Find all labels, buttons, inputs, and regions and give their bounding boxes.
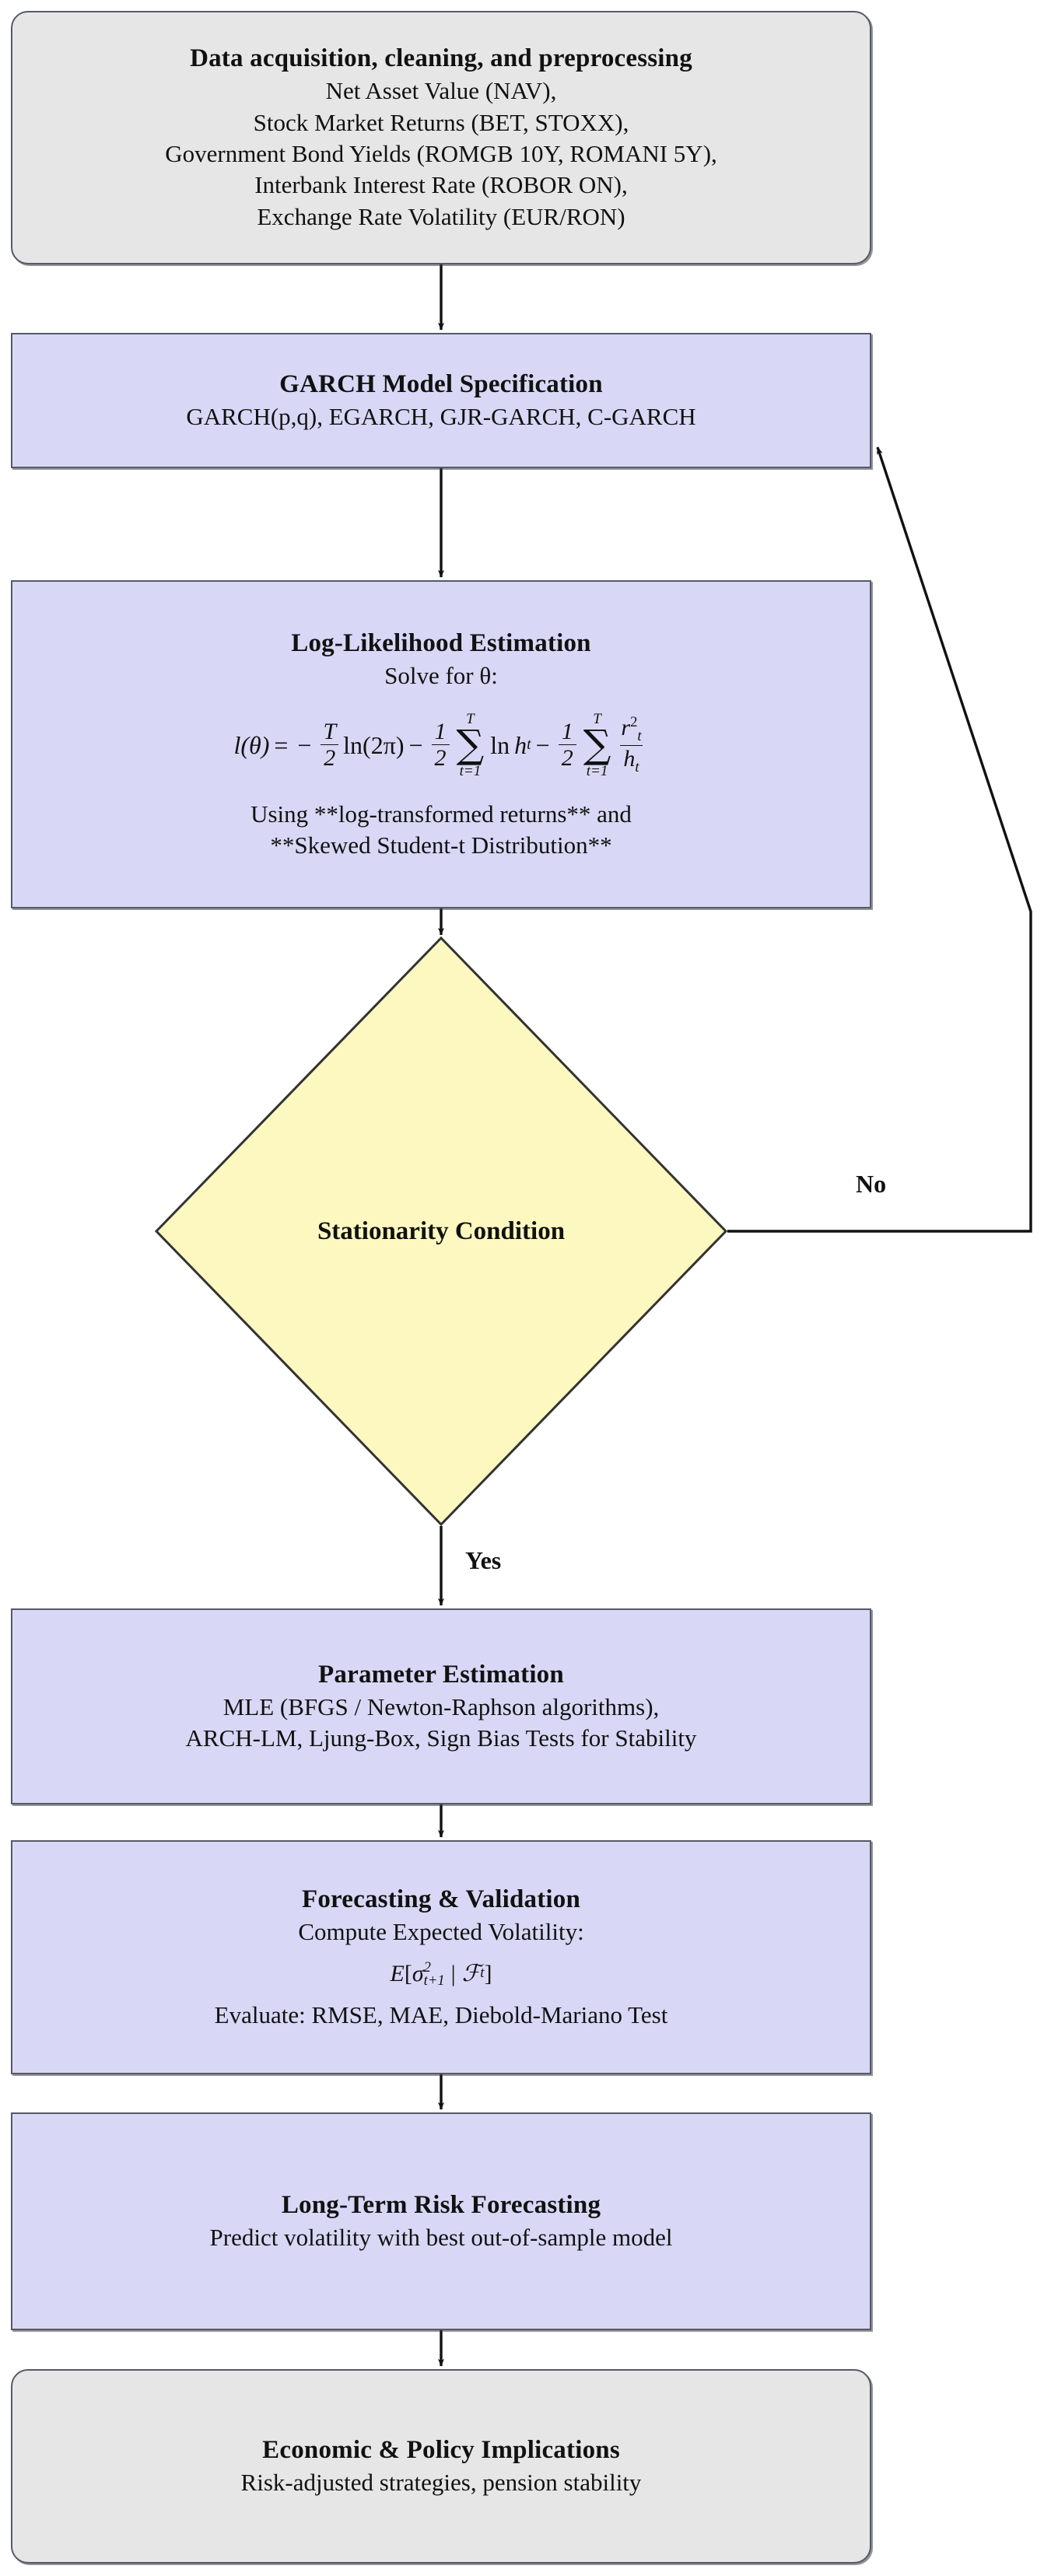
formula-r-subscript: t [637, 728, 642, 745]
node-line: GARCH(p,q), EGARCH, GJR-GARCH, C-GARCH [186, 402, 696, 430]
node-stationarity-condition[interactable]: Stationarity Condition [155, 936, 727, 1526]
formula-minus-3: − [535, 730, 550, 759]
fraction-one-half-b: 1 2 [558, 718, 576, 771]
node-line: MLE (BFGS / Newton-Raphson algorithms), [222, 1692, 660, 1720]
formula-h-base: h [514, 730, 527, 759]
formula-lhs: l(θ) [233, 730, 270, 759]
diamond-shape [155, 936, 727, 1526]
formula-sigma: σ [412, 1960, 424, 1986]
fraction-numerator: 1 [561, 718, 573, 744]
formula-ln-2pi: ln(2π) [343, 730, 405, 759]
node-footer-line: **Skewed Student-t Distribution** [270, 831, 612, 859]
edge-label-yes: Yes [465, 1546, 502, 1574]
fraction-rt2-over-ht: r2t ht [618, 715, 644, 775]
sum-upper-limit: T [593, 711, 601, 728]
fraction-numerator: r2t [618, 715, 644, 745]
node-line: Government Bond Yields (ROMGB 10Y, ROMAN… [165, 139, 717, 167]
summation-symbol-b: T ∑ t=1 [583, 712, 611, 779]
fraction-numerator: 1 [434, 718, 447, 744]
node-footer-line: Evaluate: RMSE, MAE, Diebold-Mariano Tes… [214, 2000, 668, 2028]
node-economic-policy-implications[interactable]: Economic & Policy Implications Risk-adju… [11, 2369, 871, 2564]
edge-label-no: No [856, 1170, 887, 1198]
formula-expectation-E: E [390, 1960, 405, 1986]
node-garch-model-specification[interactable]: GARCH Model Specification GARCH(p,q), EG… [11, 333, 871, 468]
sigma-glyph: ∑ [456, 722, 485, 768]
formula-minus-2: − [408, 730, 423, 759]
node-title: Log-Likelihood Estimation [291, 628, 591, 657]
node-line: Net Asset Value (NAV), [325, 77, 557, 105]
formula-conditional-bar: | [450, 1960, 456, 1986]
formula-left-bracket: [ [404, 1960, 412, 1986]
formula-right-bracket: ] [484, 1960, 492, 1986]
node-line: Exchange Rate Volatility (EUR/RON) [257, 202, 625, 230]
node-title: Forecasting & Validation [301, 1885, 581, 1913]
node-title: Economic & Policy Implications [262, 2435, 620, 2464]
node-solve-for: Solve for θ: [384, 661, 498, 689]
sigma-scripts: 2 t+1 [423, 1958, 445, 1989]
node-parameter-estimation[interactable]: Parameter Estimation MLE (BFGS / Newton-… [11, 1608, 871, 1804]
node-line: Interbank Interest Rate (ROBOR ON), [254, 171, 628, 199]
formula-h-subscript: t [635, 758, 639, 775]
formula-sigma-superscript: 2 [423, 1958, 431, 1976]
fraction-denominator: 2 [321, 744, 339, 771]
sum-lower-limit: t=1 [459, 762, 482, 779]
fraction-T-over-2: T 2 [320, 719, 339, 771]
node-log-likelihood-estimation[interactable]: Log-Likelihood Estimation Solve for θ: l… [11, 580, 871, 908]
summation-symbol-a: T ∑ t=1 [457, 712, 485, 779]
fraction-one-half-a: 1 2 [431, 718, 450, 771]
node-data-acquisition[interactable]: Data acquisition, cleaning, and preproce… [11, 11, 871, 264]
formula-h-base: h [623, 745, 636, 772]
fraction-denominator: ht [620, 744, 643, 775]
node-forecasting-validation[interactable]: Forecasting & Validation Compute Expecte… [11, 1840, 871, 2074]
node-line: Stock Market Returns (BET, STOXX), [253, 108, 629, 136]
node-line: ARCH-LM, Ljung-Box, Sign Bias Tests for … [185, 1724, 697, 1752]
node-line: Risk-adjusted strategies, pension stabil… [240, 2468, 642, 2496]
node-title: Data acquisition, cleaning, and preproce… [190, 44, 692, 73]
formula-h-subscript: t [527, 736, 531, 754]
fraction-denominator: 2 [558, 744, 576, 771]
formula-equals: = [274, 730, 289, 759]
node-long-term-risk-forecasting[interactable]: Long-Term Risk Forecasting Predict volat… [11, 2112, 871, 2330]
node-footer-line: Using **log-transformed returns** and [250, 800, 632, 828]
node-title: Parameter Estimation [318, 1660, 564, 1689]
formula-r-superscript: 2 [630, 714, 638, 731]
sum-lower-limit: t=1 [586, 762, 608, 779]
fraction-denominator: 2 [431, 744, 450, 771]
node-line: Predict volatility with best out-of-samp… [209, 2223, 673, 2251]
formula-r-base: r [621, 715, 631, 741]
fraction-numerator: T [323, 718, 337, 744]
formula-filtration-subscript: t [480, 1965, 485, 1982]
formula-minus-1: − [297, 730, 312, 759]
sum-upper-limit: T [466, 711, 475, 728]
node-title: Stationarity Condition [317, 1216, 566, 1245]
edge-decision-no-feedback [727, 446, 1032, 1233]
node-line: Compute Expected Volatility: [298, 1918, 584, 1946]
formula-sigma-subscript: t+1 [423, 1972, 445, 1989]
node-title: Long-Term Risk Forecasting [281, 2190, 601, 2219]
formula-ln: ln [490, 730, 510, 759]
node-title: GARCH Model Specification [279, 369, 603, 398]
sigma-glyph: ∑ [583, 722, 611, 768]
formula-filtration-F: ℱ [461, 1960, 481, 1986]
